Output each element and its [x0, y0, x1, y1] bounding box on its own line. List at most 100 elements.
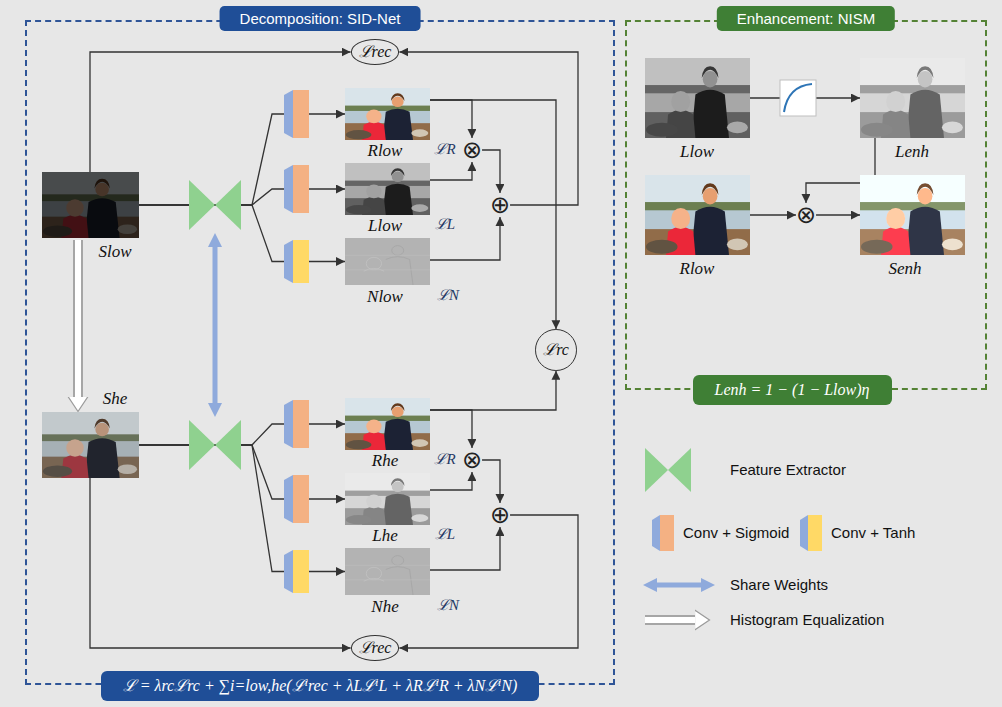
image-label: Llow: [680, 142, 714, 162]
connector: [430, 527, 500, 570]
connector: [139, 205, 345, 262]
tanh-block: [293, 240, 309, 283]
legend-conv: [652, 515, 660, 551]
noise-map: [345, 548, 430, 595]
legend-text: Feature Extractor: [730, 461, 846, 478]
loss-label: ℒL: [435, 526, 455, 543]
connector: [430, 217, 500, 260]
connector: [430, 472, 472, 490]
loss-name: ℒrec: [359, 639, 392, 657]
conv-block: [284, 90, 293, 138]
connector: [430, 410, 472, 448]
connector-line: [139, 445, 345, 499]
connector: [139, 445, 345, 572]
loss-label: ℒL: [435, 216, 455, 233]
legend-sigmoid: [660, 515, 674, 551]
connector-line: [430, 100, 472, 138]
illumination-photo: [345, 473, 430, 525]
connector-line: [430, 527, 500, 570]
image-label: She: [103, 389, 128, 409]
connector-line: [430, 162, 472, 180]
reflectance-photo: [345, 88, 430, 140]
image-tile: Senh: [860, 175, 965, 255]
loss-label: ℒR: [434, 141, 455, 158]
legend-entry: Histogram Equalization: [730, 611, 884, 629]
noise-map: [345, 238, 430, 285]
connector: [430, 100, 472, 138]
connector: [816, 215, 860, 216]
arrow-outline: [73, 240, 83, 397]
legend-entry: Share Weights: [730, 576, 828, 594]
operator-node: ⊗: [462, 448, 482, 472]
image-label: Rlow: [680, 259, 715, 279]
connector-line: [430, 217, 500, 260]
loss-name: ℒrc: [543, 341, 569, 359]
conv-block: [284, 550, 293, 593]
connector: [750, 215, 796, 216]
legend-feature-extractor: [668, 448, 691, 492]
image-tile: Rhe: [345, 398, 430, 450]
illumination-photo: [645, 58, 750, 138]
connector: [430, 371, 556, 410]
legend-entry: Feature Extractor: [730, 461, 846, 479]
image-label: Slow: [98, 242, 131, 262]
illumination-photo: [345, 163, 430, 215]
image-tile: Nlow: [345, 238, 430, 285]
legend-text: Conv + Sigmoid: [683, 524, 789, 541]
legend-entry: Conv + Sigmoid: [683, 524, 789, 542]
conv-block: [284, 400, 293, 448]
operator-symbol: ⊕: [490, 193, 510, 217]
connector-line: [430, 100, 556, 329]
legend-text: Conv + Tanh: [831, 524, 915, 541]
operator-node: ⊕: [490, 193, 510, 217]
connector-line: [139, 114, 345, 205]
histogram-equalization-arrow: [78, 240, 79, 397]
image-tile: Lhe: [345, 473, 430, 525]
legend-text: Histogram Equalization: [730, 611, 884, 628]
loss-formula: ℒ = λrcℒrc + ∑i=low,he(ℒⁱrec + λLℒⁱL + λ…: [123, 676, 518, 695]
legend-histogram-arrow: [645, 615, 695, 625]
image-label: Llow: [368, 216, 402, 236]
connector-line: [139, 445, 345, 572]
legend-conv: [800, 515, 808, 551]
connector-line: [139, 424, 345, 445]
connector: [482, 460, 500, 503]
image-tile: Llow: [345, 163, 430, 215]
image-tile: Rlow: [645, 175, 750, 255]
sigmoid-block: [293, 165, 309, 213]
connector: [90, 478, 351, 648]
feature-extractor: [215, 180, 241, 230]
curve-box: [780, 80, 816, 116]
legend-share-weights: [650, 583, 708, 588]
reflectance-photo: [345, 398, 430, 450]
loss-circle: ℒrec: [351, 635, 400, 661]
image-label: Nlow: [367, 287, 403, 307]
legend-text: Share Weights: [730, 576, 828, 593]
feature-extractor: [189, 420, 215, 470]
image-tile: Nhe: [345, 548, 430, 595]
legend-tanh: [808, 515, 822, 551]
image-tile: Slow: [42, 172, 139, 238]
connector: [139, 114, 345, 205]
feature-extractor: [189, 180, 215, 230]
share-weights-arrow: [213, 240, 218, 410]
connector: [90, 52, 351, 172]
reflectance-photo: [645, 175, 750, 255]
image-tile: Rlow: [345, 88, 430, 140]
low-light-photo: [42, 172, 139, 238]
connector: [139, 424, 345, 445]
gamma-curve: [784, 84, 812, 112]
conv-block: [284, 165, 293, 213]
image-label: Rlow: [368, 141, 403, 161]
image-tile: Llow: [645, 58, 750, 138]
loss-label: ℒR: [434, 451, 455, 468]
feature-extractor: [215, 420, 241, 470]
image-tile: Lenh: [860, 58, 965, 138]
image-label: Lenh: [895, 142, 929, 162]
operator-symbol: ⊕: [490, 503, 510, 527]
loss-name: ℒrec: [359, 43, 392, 61]
arrow-body: [75, 240, 81, 397]
connector: [139, 189, 345, 205]
image-label: Senh: [888, 259, 921, 279]
